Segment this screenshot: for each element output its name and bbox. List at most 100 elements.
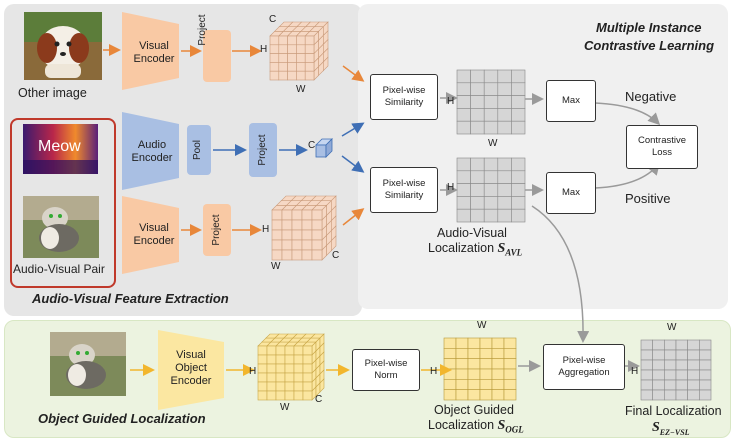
map-cell xyxy=(483,108,499,122)
cube-cell xyxy=(281,219,293,231)
map-cell xyxy=(699,369,712,381)
dim-h-final: H xyxy=(631,366,639,377)
cube-cell xyxy=(291,209,303,221)
project-mid-shape xyxy=(249,123,277,177)
cube-cell xyxy=(257,390,268,401)
map-cell xyxy=(479,337,493,349)
cube-cell xyxy=(269,70,280,81)
cube-cell xyxy=(271,219,283,231)
map-cell xyxy=(443,379,457,390)
map-cell xyxy=(470,95,485,109)
cube-cell xyxy=(287,44,297,54)
visual-feature-cube-top xyxy=(269,21,329,81)
final-symbol: S xyxy=(652,420,660,435)
dim-w-ogl-map: W xyxy=(477,320,487,331)
cube-cell xyxy=(304,62,315,72)
other-image-caption: Other image xyxy=(18,86,87,100)
map-cell xyxy=(640,369,653,381)
project-mid-label: Project xyxy=(257,134,268,166)
mil-title-line2: Contrastive Learning xyxy=(584,38,715,53)
cube-cell xyxy=(301,229,313,241)
dim-h-ogl-map: H xyxy=(430,366,438,377)
cube-cell xyxy=(269,44,280,54)
cube-cell xyxy=(331,235,337,252)
cube-cell xyxy=(293,390,304,401)
dim-h-neg: H xyxy=(447,96,455,107)
map-cell xyxy=(497,95,512,109)
cube-cell xyxy=(266,345,277,356)
cube-cell xyxy=(296,53,306,63)
cube-cell xyxy=(284,345,295,356)
map-cell xyxy=(467,389,481,401)
cube-cell xyxy=(275,372,286,383)
cube-cell xyxy=(293,381,304,392)
map-cell xyxy=(491,368,505,380)
map-cell xyxy=(652,369,665,381)
dim-h-ogl-cube: H xyxy=(249,366,257,377)
cube-cell xyxy=(275,345,286,356)
map-cell xyxy=(456,120,471,135)
cube-cell xyxy=(291,249,303,261)
similarity-map-negative xyxy=(456,69,526,135)
dim-c-bottom: C xyxy=(332,250,340,261)
map-cell xyxy=(467,358,481,370)
map-cell xyxy=(456,82,471,96)
map-cell xyxy=(456,157,471,172)
map-cell xyxy=(456,108,471,122)
cube-cell xyxy=(278,70,288,81)
map-cell xyxy=(687,359,700,371)
ogl-caption-line1: Object Guided xyxy=(434,403,514,417)
pair-caption: Audio-Visual Pair xyxy=(13,262,105,276)
cube-cell xyxy=(281,209,293,221)
map-cell xyxy=(456,196,471,210)
cube-cell xyxy=(271,229,283,241)
cube-cell xyxy=(301,239,313,251)
map-cell xyxy=(443,337,457,349)
project-top-shape xyxy=(203,30,231,82)
pixelwise-aggregation: Pixel-wise Aggregation xyxy=(543,344,625,390)
dim-c-ogl-cube: C xyxy=(315,394,323,405)
map-cell xyxy=(467,348,481,359)
visual-encoder-bottom-label: Visual Encoder xyxy=(133,222,175,247)
project-bottom-shape xyxy=(203,204,231,256)
cube-cell xyxy=(287,62,297,72)
mil-title-line1: Multiple Instance xyxy=(596,20,702,35)
cube-cell xyxy=(275,381,286,392)
cube-cell xyxy=(302,372,313,383)
final-map xyxy=(640,339,712,401)
cube-cell xyxy=(311,209,323,221)
map-cell xyxy=(699,359,712,371)
map-cell xyxy=(511,208,526,223)
cube-cell xyxy=(319,378,325,393)
map-cell xyxy=(483,170,499,184)
map-cell xyxy=(479,348,493,359)
cube-cell xyxy=(302,354,313,365)
map-cell xyxy=(491,379,505,390)
map-cell xyxy=(497,108,512,122)
positive-label: Positive xyxy=(625,191,671,206)
map-cell xyxy=(479,379,493,390)
map-cell xyxy=(640,359,653,371)
cube-cell xyxy=(257,363,268,374)
cube-cell xyxy=(284,354,295,365)
object-feature-cube xyxy=(257,333,325,401)
map-cell xyxy=(652,339,665,351)
map-cell xyxy=(467,379,481,390)
pool-label: Pool xyxy=(192,140,203,161)
project-top-label: Project xyxy=(197,14,208,46)
ogl-caption-text: Localization xyxy=(428,418,495,432)
cube-cell xyxy=(311,239,323,251)
cat-image xyxy=(23,196,99,258)
map-cell xyxy=(470,108,485,122)
map-cell xyxy=(699,349,712,361)
cube-cell xyxy=(257,372,268,383)
cube-cell xyxy=(278,62,288,72)
map-cell xyxy=(687,379,700,391)
avl-caption-line2: Localization SAVL xyxy=(428,241,522,258)
avl-subscript: AVL xyxy=(505,247,523,258)
map-cell xyxy=(675,379,688,391)
map-cell xyxy=(483,120,499,135)
map-cell xyxy=(511,183,526,197)
map-cell xyxy=(503,368,517,380)
cube-cell xyxy=(284,372,295,383)
